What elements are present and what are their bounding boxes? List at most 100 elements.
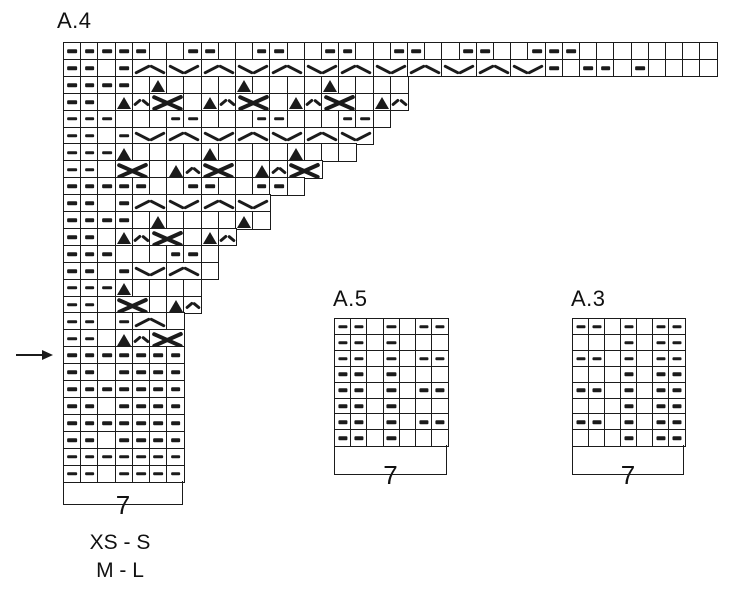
chevron-down-icon xyxy=(133,263,167,280)
purl-dash-icon xyxy=(338,324,348,329)
grid-cell-a5-r6-c6 xyxy=(415,397,433,415)
purl-dash-icon xyxy=(67,201,78,206)
grid-cell-a4-r2-c38 xyxy=(699,58,719,78)
grid-cell-a5-r1-c2 xyxy=(350,318,368,336)
purl-dash-icon xyxy=(170,387,181,392)
grid-cell-a4-r3-c16 xyxy=(321,75,340,95)
grid-cell-a4-r11-c12 xyxy=(252,211,271,230)
purl-dash-icon xyxy=(101,286,112,290)
grid-cell-a4-r1-c31 xyxy=(579,42,598,61)
grid-cell-a5-r5-c2 xyxy=(350,381,368,400)
grid-cell-a3-r2-c6 xyxy=(652,333,670,352)
grid-cell-a4-r7-c12 xyxy=(252,143,271,162)
grid-cell-a4-r1-c24 xyxy=(458,42,478,61)
purl-dash-icon xyxy=(338,372,348,377)
purl-dash-icon xyxy=(672,372,682,377)
grid-cell-a4-r5-c7 xyxy=(166,109,185,129)
grid-cell-a4-r17-c1 xyxy=(63,312,82,331)
purl-dash-icon xyxy=(656,420,666,424)
grid-cell-a4-r12-c6 xyxy=(149,227,185,247)
grid-cell-a4-r3-c8 xyxy=(183,75,203,95)
purl-dash-icon xyxy=(531,49,542,54)
grid-cell-a5-r4-c3 xyxy=(366,365,385,384)
crossed-stitches-icon xyxy=(288,161,322,180)
chevron-down-icon xyxy=(236,60,270,77)
grid-cell-a4-r5-c12 xyxy=(252,109,271,129)
grid-cell-a4-r1-c36 xyxy=(665,42,684,61)
grid-cell-a4-r13-c2 xyxy=(80,244,99,264)
purl-dash-icon xyxy=(67,184,78,189)
grid-cell-a3-r6-c1 xyxy=(572,397,590,415)
grid-cell-a5-r3-c1 xyxy=(334,349,352,368)
purl-dash-icon xyxy=(354,420,364,424)
bobble-triangle-icon xyxy=(116,283,131,296)
purl-dash-icon xyxy=(67,83,78,87)
grid-cell-a4-r24-c4 xyxy=(114,430,134,450)
grid-cell-a4-r1-c11 xyxy=(235,42,254,61)
chevron-up-icon xyxy=(339,60,373,77)
bobble-triangle-icon xyxy=(116,97,131,110)
purl-dash-icon xyxy=(101,117,112,121)
grid-cell-a4-r3-c3 xyxy=(97,75,117,95)
purl-dash-icon xyxy=(338,356,348,361)
purl-dash-icon xyxy=(354,404,364,409)
grid-cell-a5-r7-c2 xyxy=(350,413,368,431)
crossed-stitches-icon xyxy=(202,161,236,180)
grid-cell-a4-r5-c3 xyxy=(97,109,117,129)
grid-cell-a4-r25-c4 xyxy=(114,447,134,467)
grid-cell-a4-r9-c14 xyxy=(286,177,306,196)
purl-dash-icon xyxy=(101,387,112,392)
purl-dash-icon xyxy=(672,324,682,329)
grid-cell-a4-r15-c5 xyxy=(131,278,151,298)
size-label-xs-s: XS - S xyxy=(89,531,151,554)
grid-cell-a4-r20-c2 xyxy=(80,363,99,382)
grid-cell-a4-r22-c1 xyxy=(63,396,82,416)
grid-cell-a4-r24-c5 xyxy=(131,430,151,450)
grid-cell-a3-r1-c5 xyxy=(636,318,654,336)
purl-dash-icon xyxy=(84,184,95,189)
grid-cell-a5-r5-c3 xyxy=(366,381,385,400)
grid-cell-a4-r4-c4 xyxy=(114,92,134,112)
purl-dash-icon xyxy=(359,117,370,121)
size-label-m-l: M - L xyxy=(96,559,144,582)
purl-dash-icon xyxy=(386,404,397,409)
purl-dash-icon xyxy=(67,319,78,324)
grid-cell-a4-r2-c32 xyxy=(596,58,615,78)
purl-dash-icon xyxy=(67,336,78,341)
grid-cell-a4-r26-c4 xyxy=(114,464,134,483)
grid-cell-a3-r6-c6 xyxy=(652,397,670,415)
purl-dash-icon xyxy=(119,83,129,87)
purl-dash-icon xyxy=(136,49,147,54)
grid-cell-a3-r5-c5 xyxy=(636,381,654,400)
purl-dash-icon xyxy=(187,117,198,121)
grid-cell-a4-r8-c14 xyxy=(286,160,323,180)
grid-cell-a4-r11-c10 xyxy=(217,211,237,230)
grid-cell-a5-r6-c2 xyxy=(350,397,368,415)
grid-cell-a4-r1-c8 xyxy=(183,42,203,61)
purl-dash-icon xyxy=(338,420,348,424)
chevron-up-icon xyxy=(133,195,167,212)
chevron-down-icon xyxy=(511,60,545,77)
purl-dash-icon xyxy=(136,421,147,425)
purl-dash-icon xyxy=(325,49,336,54)
grid-cell-a4-r7-c14 xyxy=(286,143,306,162)
grid-cell-a4-r21-c1 xyxy=(63,380,82,399)
purl-dash-icon xyxy=(624,372,634,377)
grid-cell-a4-r23-c1 xyxy=(63,413,82,433)
grid-cell-a4-r22-c7 xyxy=(166,396,185,416)
grid-cell-a3-r4-c7 xyxy=(668,365,686,384)
grid-cell-a3-r4-c5 xyxy=(636,365,654,384)
purl-dash-icon xyxy=(273,49,284,54)
grid-cell-a4-r11-c2 xyxy=(80,211,99,230)
grid-cell-a4-r5-c2 xyxy=(80,109,99,129)
purl-dash-icon xyxy=(187,184,198,189)
grid-cell-a5-r2-c2 xyxy=(350,333,368,352)
grid-cell-a4-r8-c11 xyxy=(235,160,254,179)
grid-cell-a3-r5-c2 xyxy=(588,381,606,400)
chevron-up-icon xyxy=(184,297,201,314)
grid-cell-a4-r4-c10 xyxy=(217,92,237,112)
purl-dash-icon xyxy=(354,372,364,377)
purl-dash-icon xyxy=(67,302,78,307)
grid-cell-a5-r5-c1 xyxy=(334,381,352,400)
grid-cell-a4-r1-c28 xyxy=(527,42,547,61)
